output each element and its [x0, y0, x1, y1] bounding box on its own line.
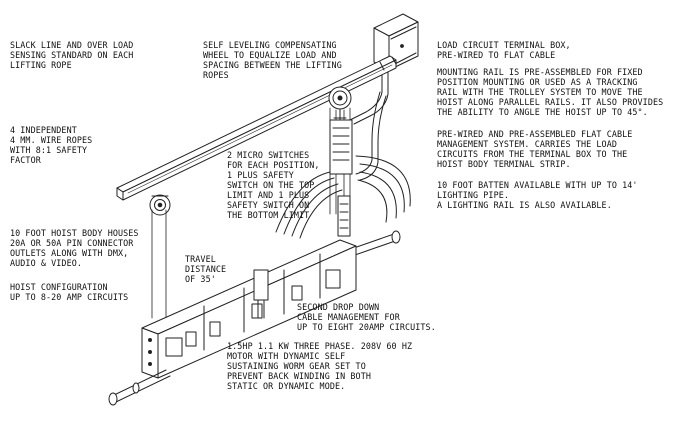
label-slack-line: SLACK LINE AND OVER LOAD SENSING STANDAR…: [10, 40, 134, 70]
second-drop-cable: [253, 269, 269, 319]
hoist-body: [141, 239, 357, 379]
lighting-pipe: [108, 369, 171, 406]
label-batten: 10 FOOT BATTEN AVAILABLE WITH UP TO 14' …: [437, 180, 638, 210]
mounting-rail: [116, 55, 397, 201]
left-pulley: [149, 194, 171, 216]
label-flat-cable: PRE-WIRED AND PRE-ASSEMBLED FLAT CABLE M…: [437, 129, 633, 169]
label-travel: TRAVEL DISTANCE OF 35': [185, 254, 227, 284]
label-mounting-rail: MOUNTING RAIL IS PRE-ASSEMBLED FOR FIXED…: [437, 67, 664, 117]
label-hoist-config: HOIST CONFIGURATION UP TO 8-20 AMP CIRCU…: [10, 282, 129, 302]
label-motor: 1.5HP 1.1 kW THREE PHASE. 208V 60 Hz MOT…: [227, 341, 413, 391]
label-wire-ropes: 4 INDEPENDENT 4 mm. WIRE ROPES WITH 8:1 …: [10, 125, 93, 165]
micro-switch-assembly: [329, 119, 353, 175]
flat-cable-loops: [275, 155, 411, 239]
label-terminal-box: LOAD CIRCUIT TERMINAL BOX, PRE-WIRED TO …: [437, 40, 571, 60]
compensating-wheel: [328, 86, 352, 121]
label-hoist-body: 10 FOOT HOIST BODY HOUSES 20A OR 50A PIN…: [10, 228, 139, 268]
label-micro-switches: 2 MICRO SWITCHES FOR EACH POSITION, 1 PL…: [227, 150, 320, 220]
terminal-box: [373, 13, 419, 71]
label-second-drop: SECOND DROP DOWN CABLE MANAGEMENT FOR UP…: [297, 302, 436, 332]
conduit: [349, 67, 389, 181]
label-self-leveling: SELF LEVELING COMPENSATING WHEEL TO EQUA…: [203, 40, 342, 80]
